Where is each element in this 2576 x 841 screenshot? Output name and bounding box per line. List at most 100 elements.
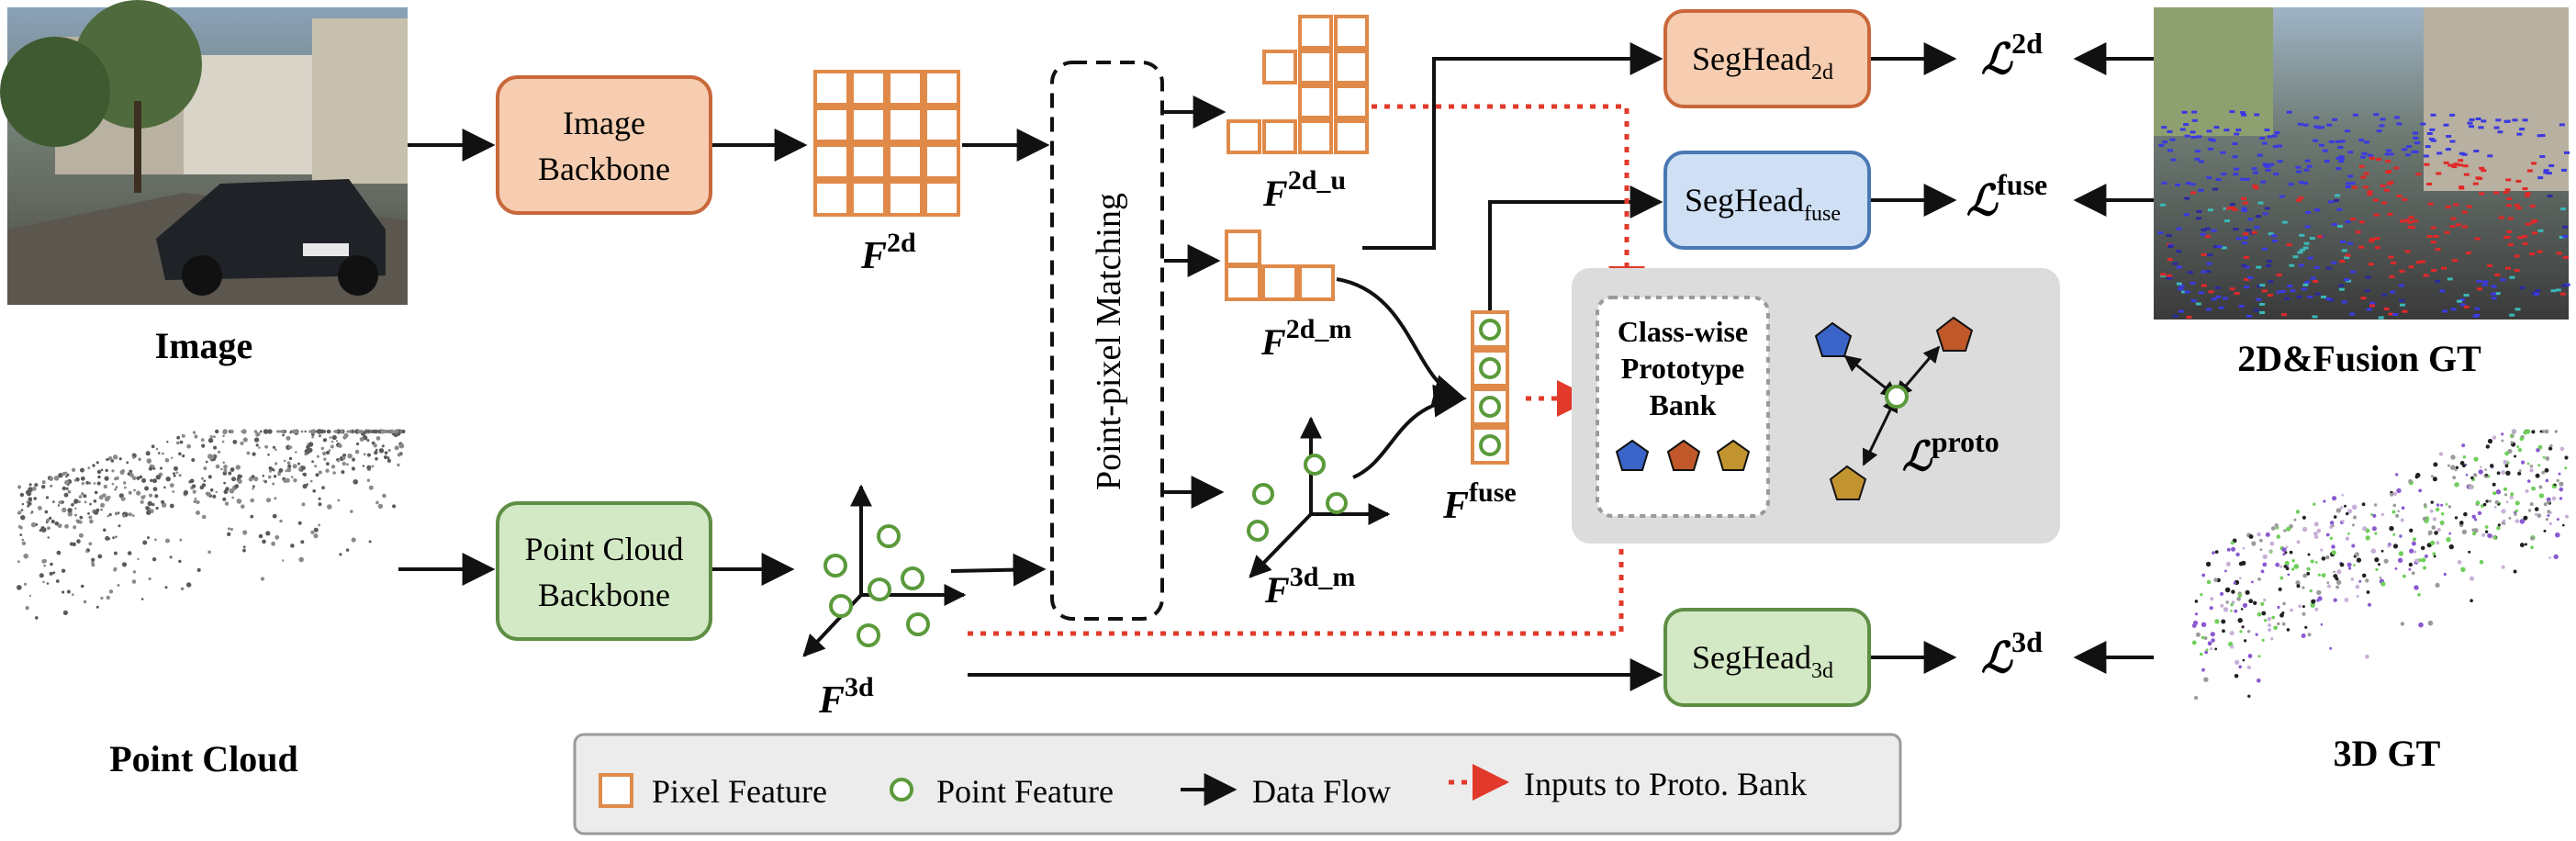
gt-point <box>2343 277 2349 281</box>
gt-point <box>2335 167 2342 171</box>
point-dot <box>371 465 375 468</box>
gt-3d-point <box>2321 573 2326 577</box>
gt-point <box>2221 246 2227 250</box>
gt-3d-point <box>2201 635 2205 640</box>
gt-point <box>2426 132 2433 135</box>
point-dot <box>200 438 205 442</box>
point-dot <box>274 462 278 465</box>
gt-point <box>2415 173 2422 176</box>
gt-3d-point <box>2282 553 2286 556</box>
point-dot <box>215 490 218 494</box>
point-dot <box>252 452 256 456</box>
gt-3d-point <box>2221 619 2226 624</box>
point-dot <box>318 430 322 433</box>
gt-point <box>2206 176 2212 180</box>
point-dot <box>140 598 144 600</box>
gt-point <box>2509 313 2515 317</box>
pixel-cell <box>850 143 887 180</box>
point-dot <box>50 519 55 524</box>
gt-point <box>2268 280 2274 284</box>
gt-point <box>2503 191 2509 195</box>
gt-point <box>2201 228 2207 231</box>
gt-point <box>2307 296 2313 298</box>
point-dot <box>50 484 53 488</box>
gt-point <box>2335 156 2342 160</box>
gt-3d-point <box>2329 646 2333 650</box>
gt-3d-point <box>2530 536 2535 541</box>
gt-3d-point <box>2440 512 2445 516</box>
gt-point <box>2539 155 2546 158</box>
point-dot <box>96 469 102 475</box>
matching-label: Point-pixel Matching <box>1090 193 1128 490</box>
gt-point <box>2507 242 2514 246</box>
gt-3d-point <box>2392 503 2397 508</box>
point-dot <box>64 523 69 529</box>
gt-point <box>2426 235 2433 238</box>
gt-point <box>2201 252 2207 256</box>
gt-3d-point <box>2313 532 2318 536</box>
point-dot <box>285 477 290 483</box>
gt-point <box>2522 235 2527 239</box>
point-dot <box>111 482 115 486</box>
gt-3d-point <box>2248 599 2254 604</box>
svg-text:SegHead3d: SegHead3d <box>1692 639 1833 683</box>
gt-3d-point <box>2488 499 2492 503</box>
point-dot <box>210 454 215 460</box>
gt-3d-point <box>2414 558 2420 564</box>
f3d-points <box>802 484 967 657</box>
point-pixel-matching: Point-pixel Matching <box>1050 61 1164 621</box>
gt-3d-point <box>2395 473 2399 477</box>
point-dot <box>304 448 309 454</box>
point-dot <box>140 499 144 504</box>
gt-point <box>2514 254 2520 258</box>
gt-point <box>2184 196 2190 200</box>
point-dot <box>35 616 39 620</box>
gt-point <box>2233 228 2239 231</box>
gt-3d-point <box>2473 456 2479 462</box>
gt-point <box>2295 198 2302 202</box>
gt-3d-point <box>2331 550 2336 555</box>
gt-3d-point <box>2313 534 2319 540</box>
gt-3d-point <box>2229 631 2234 636</box>
gt-point <box>2229 203 2235 207</box>
point-dot <box>165 538 170 544</box>
gt-point <box>2449 113 2456 117</box>
point-dot <box>258 446 261 449</box>
gt-point <box>2271 234 2278 238</box>
point-dot <box>17 560 20 564</box>
gt-point <box>2396 195 2402 197</box>
gt-3d-point <box>2548 556 2552 559</box>
gt-3d-point <box>2485 499 2489 503</box>
gt-3d-point <box>2307 633 2312 637</box>
gt-point <box>2537 134 2543 138</box>
gt-3d-point <box>2445 502 2448 506</box>
gt-point <box>2388 152 2394 156</box>
point-dot <box>207 438 214 443</box>
gt-3d-point <box>2553 554 2559 560</box>
legend-point-swatch <box>890 778 913 802</box>
gt-3d-point <box>2270 526 2276 531</box>
gt-3d-point <box>2371 526 2377 532</box>
point-dot <box>271 467 274 471</box>
point-dot <box>212 435 216 439</box>
gt-3d-point <box>2268 549 2272 553</box>
gt-point <box>2178 285 2185 288</box>
gt-point <box>2423 154 2429 158</box>
point-dot <box>191 484 196 488</box>
point-dot <box>150 478 153 482</box>
gt-point <box>2388 312 2394 316</box>
point-dot <box>147 536 150 540</box>
gt-point <box>2215 295 2222 298</box>
gt-3d-point <box>2193 696 2199 701</box>
gt-3d-point <box>2262 562 2268 567</box>
gt-point <box>2161 126 2167 129</box>
gt-point <box>2452 259 2458 263</box>
point-dot <box>21 538 25 542</box>
gt-point <box>2451 165 2458 169</box>
gt-3d-point <box>2471 514 2476 519</box>
gt-point <box>2234 132 2240 136</box>
gt-point <box>2383 188 2390 192</box>
gt-3d-point <box>2493 535 2497 540</box>
gt-point <box>2341 300 2347 304</box>
gt-point <box>2373 198 2379 202</box>
